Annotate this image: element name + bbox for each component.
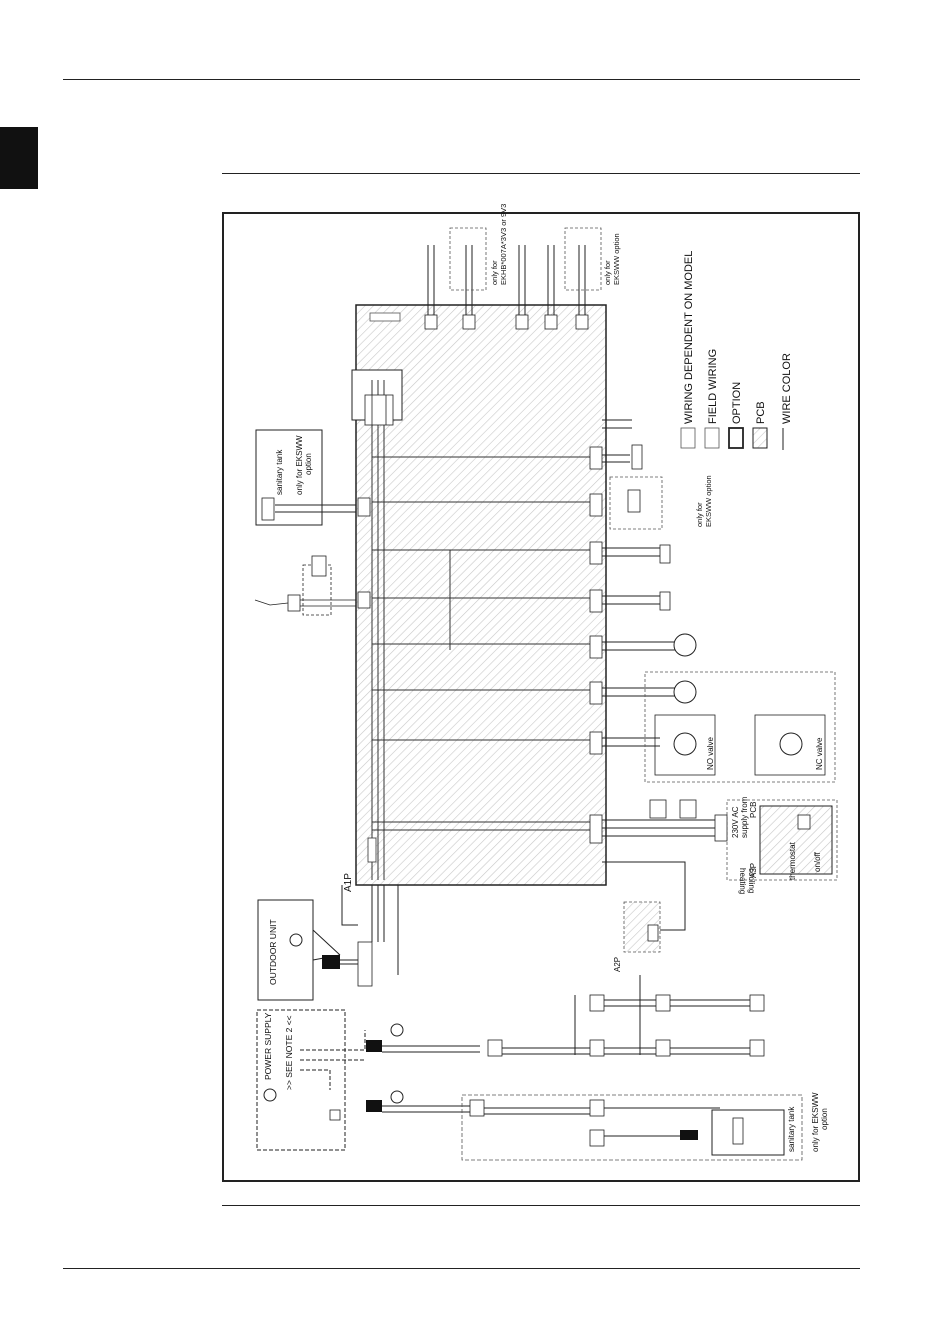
power-supply-label: POWER SUPPLY — [263, 1012, 273, 1080]
right-connectors — [589, 446, 603, 844]
nc-valve-label: NC valve — [815, 737, 824, 770]
header-rule — [63, 79, 860, 80]
a2p-box — [623, 901, 661, 953]
diagram-frame — [222, 212, 860, 1182]
sanitary-tank-top — [255, 429, 371, 526]
ekswww-right-label-1: only for — [603, 260, 612, 285]
top-leads — [427, 245, 586, 315]
ekswww-bottom-label-2: option — [820, 1108, 829, 1130]
legend-wire-color: WIRE COLOR — [781, 353, 793, 424]
ekswww-top-label-2: option — [304, 453, 313, 475]
chapter-tab — [0, 127, 38, 189]
motors — [673, 633, 803, 756]
outdoor-unit — [257, 885, 399, 1001]
no-valve-label: NO valve — [706, 737, 715, 770]
legend-wiring-dependent: WIRING DEPENDENT ON MODEL — [683, 251, 695, 424]
legend-option: OPTION — [731, 382, 743, 424]
supply-from-label: supply from — [740, 796, 749, 838]
ekswww-mid-label-2: EKSWW option — [704, 475, 713, 527]
relays — [631, 444, 697, 819]
thermostat-label: thermostat — [788, 841, 797, 880]
ekswww-bottom-label-1: only for EKSWW — [811, 1092, 820, 1152]
transformer — [364, 394, 394, 426]
contactors — [469, 994, 765, 1147]
contactor-leads — [484, 975, 750, 1137]
legend-field-wiring: FIELD WIRING — [707, 349, 719, 424]
thermostat-area — [714, 799, 838, 881]
section-rule-bottom — [222, 1205, 860, 1206]
top-connectors — [424, 314, 589, 330]
sanitary-tank-bottom-label: sanitary tank — [787, 1106, 796, 1152]
power-supply — [256, 1009, 480, 1151]
sanitary-tank-top-label: sanitary tank — [275, 449, 284, 495]
ekhbx-label-2: EKHB*007A*3V3 or 9V3 — [499, 204, 508, 285]
pcb-a1p-label: A1P — [343, 873, 354, 892]
supply-pcb-label: PCB — [749, 802, 758, 818]
section-rule-top — [222, 173, 860, 174]
footer-rule — [63, 1268, 860, 1269]
ekswww-top-label-1: only for EKSWW — [295, 435, 304, 495]
a2p-label: A2P — [613, 957, 622, 972]
ekswww-mid-label-1: only for — [695, 502, 704, 527]
heating-label: heating — [738, 868, 747, 894]
right-leads — [602, 419, 715, 931]
a3p-label: A3P — [749, 863, 758, 878]
legend-pcb: PCB — [755, 401, 767, 424]
supply-230-label: 230V AC — [731, 806, 740, 838]
cooling-label: cooling — [747, 868, 756, 893]
onoff-label: on/off — [813, 851, 822, 872]
see-note-label: >> SEE NOTE 2 << — [284, 1015, 294, 1090]
sanitary-tank-bottom — [461, 1094, 803, 1161]
ekhbx-label-1: only for — [490, 260, 499, 285]
legend — [680, 427, 784, 450]
ekswww-option-box — [609, 476, 663, 530]
outdoor-unit-label: OUTDOOR UNIT — [268, 919, 278, 985]
flow-switch-assembly — [254, 555, 371, 616]
pcb-a1p — [351, 304, 607, 886]
top-option-boxes — [449, 227, 602, 291]
valve-option-boxes — [644, 671, 836, 783]
ekswww-right-label-2: EKSWW option — [612, 233, 621, 285]
